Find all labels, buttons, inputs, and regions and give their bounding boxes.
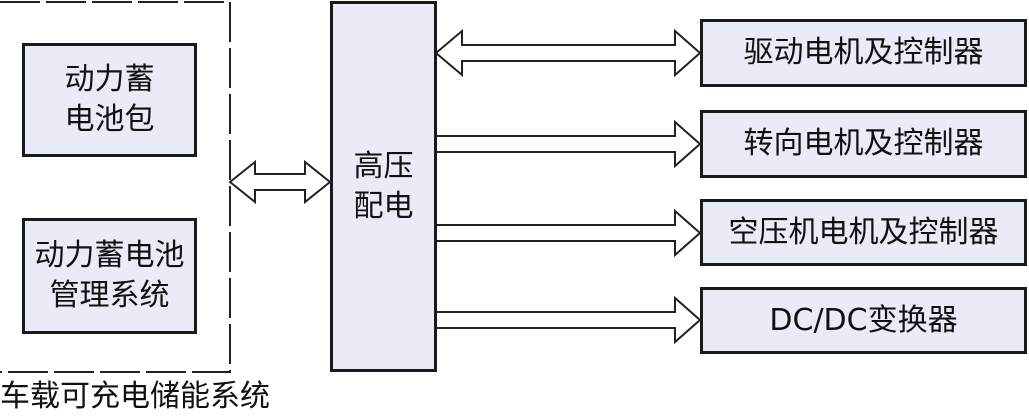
- compressor-motor-controller-box: 空压机电机及控制器: [700, 199, 1027, 266]
- storage-to-hv-double-arrow: [228, 159, 332, 205]
- battery-pack-box: 动力蓄 电池包: [22, 43, 197, 157]
- battery-pack-label-line-1: 动力蓄: [64, 62, 155, 97]
- bms-label-line-2: 管理系统: [49, 278, 170, 313]
- hv-to-steering-motor-arrow: [436, 119, 702, 169]
- drive-motor-controller-box: 驱动电机及控制器: [700, 19, 1027, 87]
- hv-distribution-label-line-2: 配电: [353, 188, 414, 224]
- drive-motor-controller-label: 驱动电机及控制器: [743, 35, 984, 70]
- hv-distribution-label-line-1: 高压: [353, 148, 414, 184]
- dcdc-converter-box: DC/DC变换器: [700, 287, 1027, 354]
- hv-distribution-box: 高压 配电: [330, 1, 437, 372]
- battery-pack-label-line-2: 电池包: [64, 102, 155, 137]
- dcdc-converter-label: DC/DC变换器: [769, 302, 958, 338]
- hv-to-compressor-motor-arrow: [436, 208, 702, 258]
- hv-to-drive-motor-double-arrow: [434, 28, 702, 78]
- bms-box: 动力蓄电池 管理系统: [22, 218, 197, 334]
- steering-motor-controller-label: 转向电机及控制器: [743, 126, 984, 161]
- storage-group-border: [0, 1, 231, 373]
- storage-system-caption: 车载可充电储能系统: [0, 379, 270, 414]
- steering-motor-controller-box: 转向电机及控制器: [700, 110, 1027, 178]
- hv-to-dcdc-arrow: [436, 295, 702, 345]
- bms-label-line-1: 动力蓄电池: [34, 238, 185, 273]
- compressor-motor-controller-label: 空压机电机及控制器: [728, 214, 999, 250]
